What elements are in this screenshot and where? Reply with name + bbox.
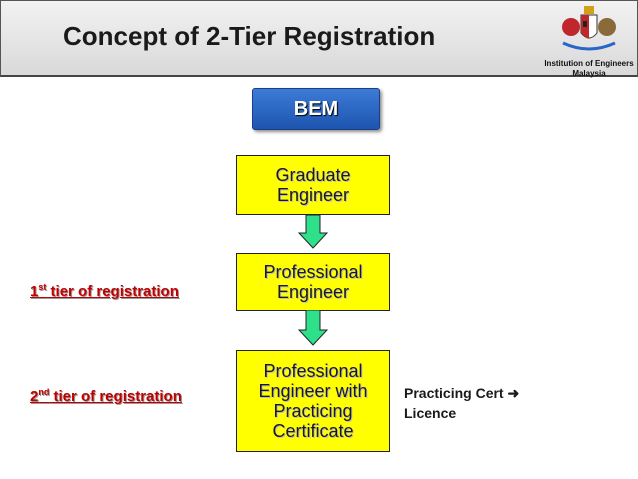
practicing-cert-note: Practicing Cert ➜ Licence <box>404 383 519 423</box>
note-line-1: Practicing Cert <box>404 385 504 401</box>
professional-engineer-node: Professional Engineer <box>236 253 390 311</box>
graduate-engineer-node: Graduate Engineer <box>236 155 390 215</box>
practicing-engineer-label: Professional Engineer with Practicing Ce… <box>258 361 368 441</box>
org-line-2: Malaysia <box>572 69 606 78</box>
down-arrow-2 <box>298 310 328 346</box>
right-arrow-icon: ➜ <box>507 385 520 401</box>
slide-title: Concept of 2-Tier Registration <box>63 21 436 51</box>
tier-1-label: 1st tier of registration <box>30 282 179 300</box>
graduate-engineer-label: Graduate Engineer <box>275 165 351 205</box>
bem-node: BEM <box>252 88 380 130</box>
practicing-engineer-node: Professional Engineer with Practicing Ce… <box>236 350 390 452</box>
slide-header: Concept of 2-Tier Registration Instituti… <box>0 0 638 79</box>
tier-2-label: 2nd tier of registration <box>30 387 182 405</box>
coat-of-arms-logo <box>562 6 616 51</box>
note-line-2: Licence <box>404 405 457 421</box>
down-arrow-1 <box>298 215 328 249</box>
professional-engineer-label: Professional Engineer <box>263 262 363 302</box>
org-line-1: Institution of Engineers <box>544 59 634 68</box>
organization-name: Institution of Engineers Malaysia <box>537 59 638 79</box>
